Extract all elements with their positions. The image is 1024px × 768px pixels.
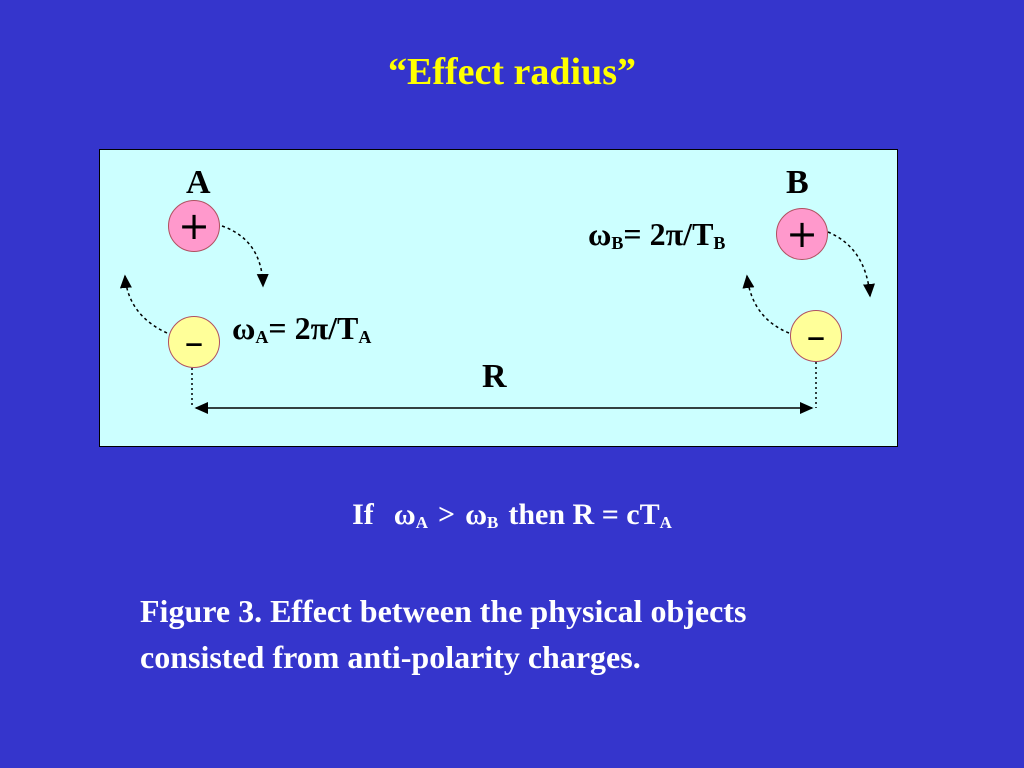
- rotation-arrow-a-right: [221, 225, 269, 288]
- charge-a-minus: –: [168, 316, 220, 368]
- charge-b-plus: +: [776, 208, 828, 260]
- charge-a-plus: +: [168, 200, 220, 252]
- rotation-arrow-b-right: [827, 231, 875, 298]
- object-a-label: A: [186, 164, 211, 201]
- diagram-panel: [99, 149, 898, 447]
- omega-a-formula: ωA= 2π/TA: [232, 310, 372, 347]
- omega-b-formula: ωB= 2π/TB: [588, 216, 726, 253]
- object-b-label: B: [786, 164, 809, 201]
- rotation-arrow-a-left: [119, 274, 168, 334]
- figure-caption: Figure 3. Effect between the physical ob…: [140, 593, 747, 675]
- rotation-arrow-b-left: [742, 274, 790, 334]
- slide-title: “Effect radius”: [387, 51, 637, 93]
- distance-label: R: [482, 358, 507, 395]
- charge-b-minus: –: [790, 310, 842, 362]
